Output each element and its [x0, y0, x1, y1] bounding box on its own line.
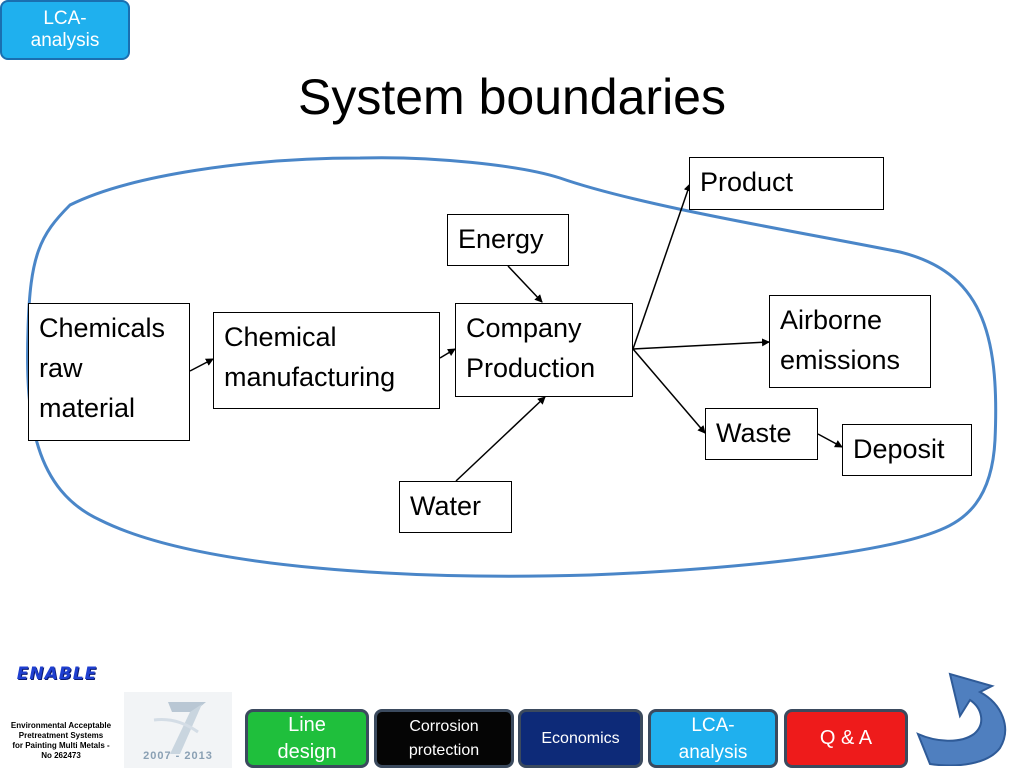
arrow-production-to-waste: [632, 348, 706, 434]
node-product: Product: [689, 157, 884, 210]
node-waste: Waste: [705, 408, 818, 460]
nav-q-and-a-button[interactable]: Q & A: [784, 709, 908, 768]
nav-corrosion-protection-button[interactable]: Corrosion protection: [374, 709, 514, 768]
badge-label: LCA- analysis: [30, 8, 100, 51]
node-chemical-manufacturing: Chemical manufacturing: [213, 312, 440, 409]
fp7-years: 2007 - 2013: [143, 750, 213, 762]
arrow-waste-to-deposit: [817, 433, 843, 448]
enable-logo: ENABLE: [16, 664, 98, 684]
system-boundary: [26, 156, 998, 578]
nav-economics-button[interactable]: Economics: [518, 709, 643, 768]
slide-title: System boundaries: [297, 69, 726, 125]
curved-back-arrow-icon[interactable]: [908, 672, 1020, 766]
project-description: Environmental Acceptable Pretreatment Sy…: [10, 721, 112, 760]
node-deposit: Deposit: [842, 424, 972, 476]
nav-lca-analysis-button[interactable]: LCA- analysis: [648, 709, 778, 768]
node-water: Water: [399, 481, 512, 533]
node-chemicals-raw-material: Chemicals raw material: [28, 303, 190, 441]
arrow-raw-to-manufacturing: [189, 358, 214, 372]
arrow-production-to-product: [632, 183, 692, 350]
lca-analysis-badge[interactable]: LCA- analysis: [0, 0, 130, 60]
arrow-energy-to-production: [507, 265, 543, 303]
arrow-water-to-production: [455, 396, 546, 482]
fp7-logo: 2007 - 2013: [124, 692, 232, 768]
fp7-seven-icon: [153, 702, 206, 754]
node-energy: Energy: [447, 214, 569, 266]
arrow-manufacturing-to-production: [439, 348, 456, 359]
arrow-production-to-airborne: [632, 338, 770, 350]
node-company-production: Company Production: [455, 303, 633, 397]
nav-line-design-button[interactable]: Line design: [245, 709, 369, 768]
node-airborne-emissions: Airborne emissions: [769, 295, 931, 388]
